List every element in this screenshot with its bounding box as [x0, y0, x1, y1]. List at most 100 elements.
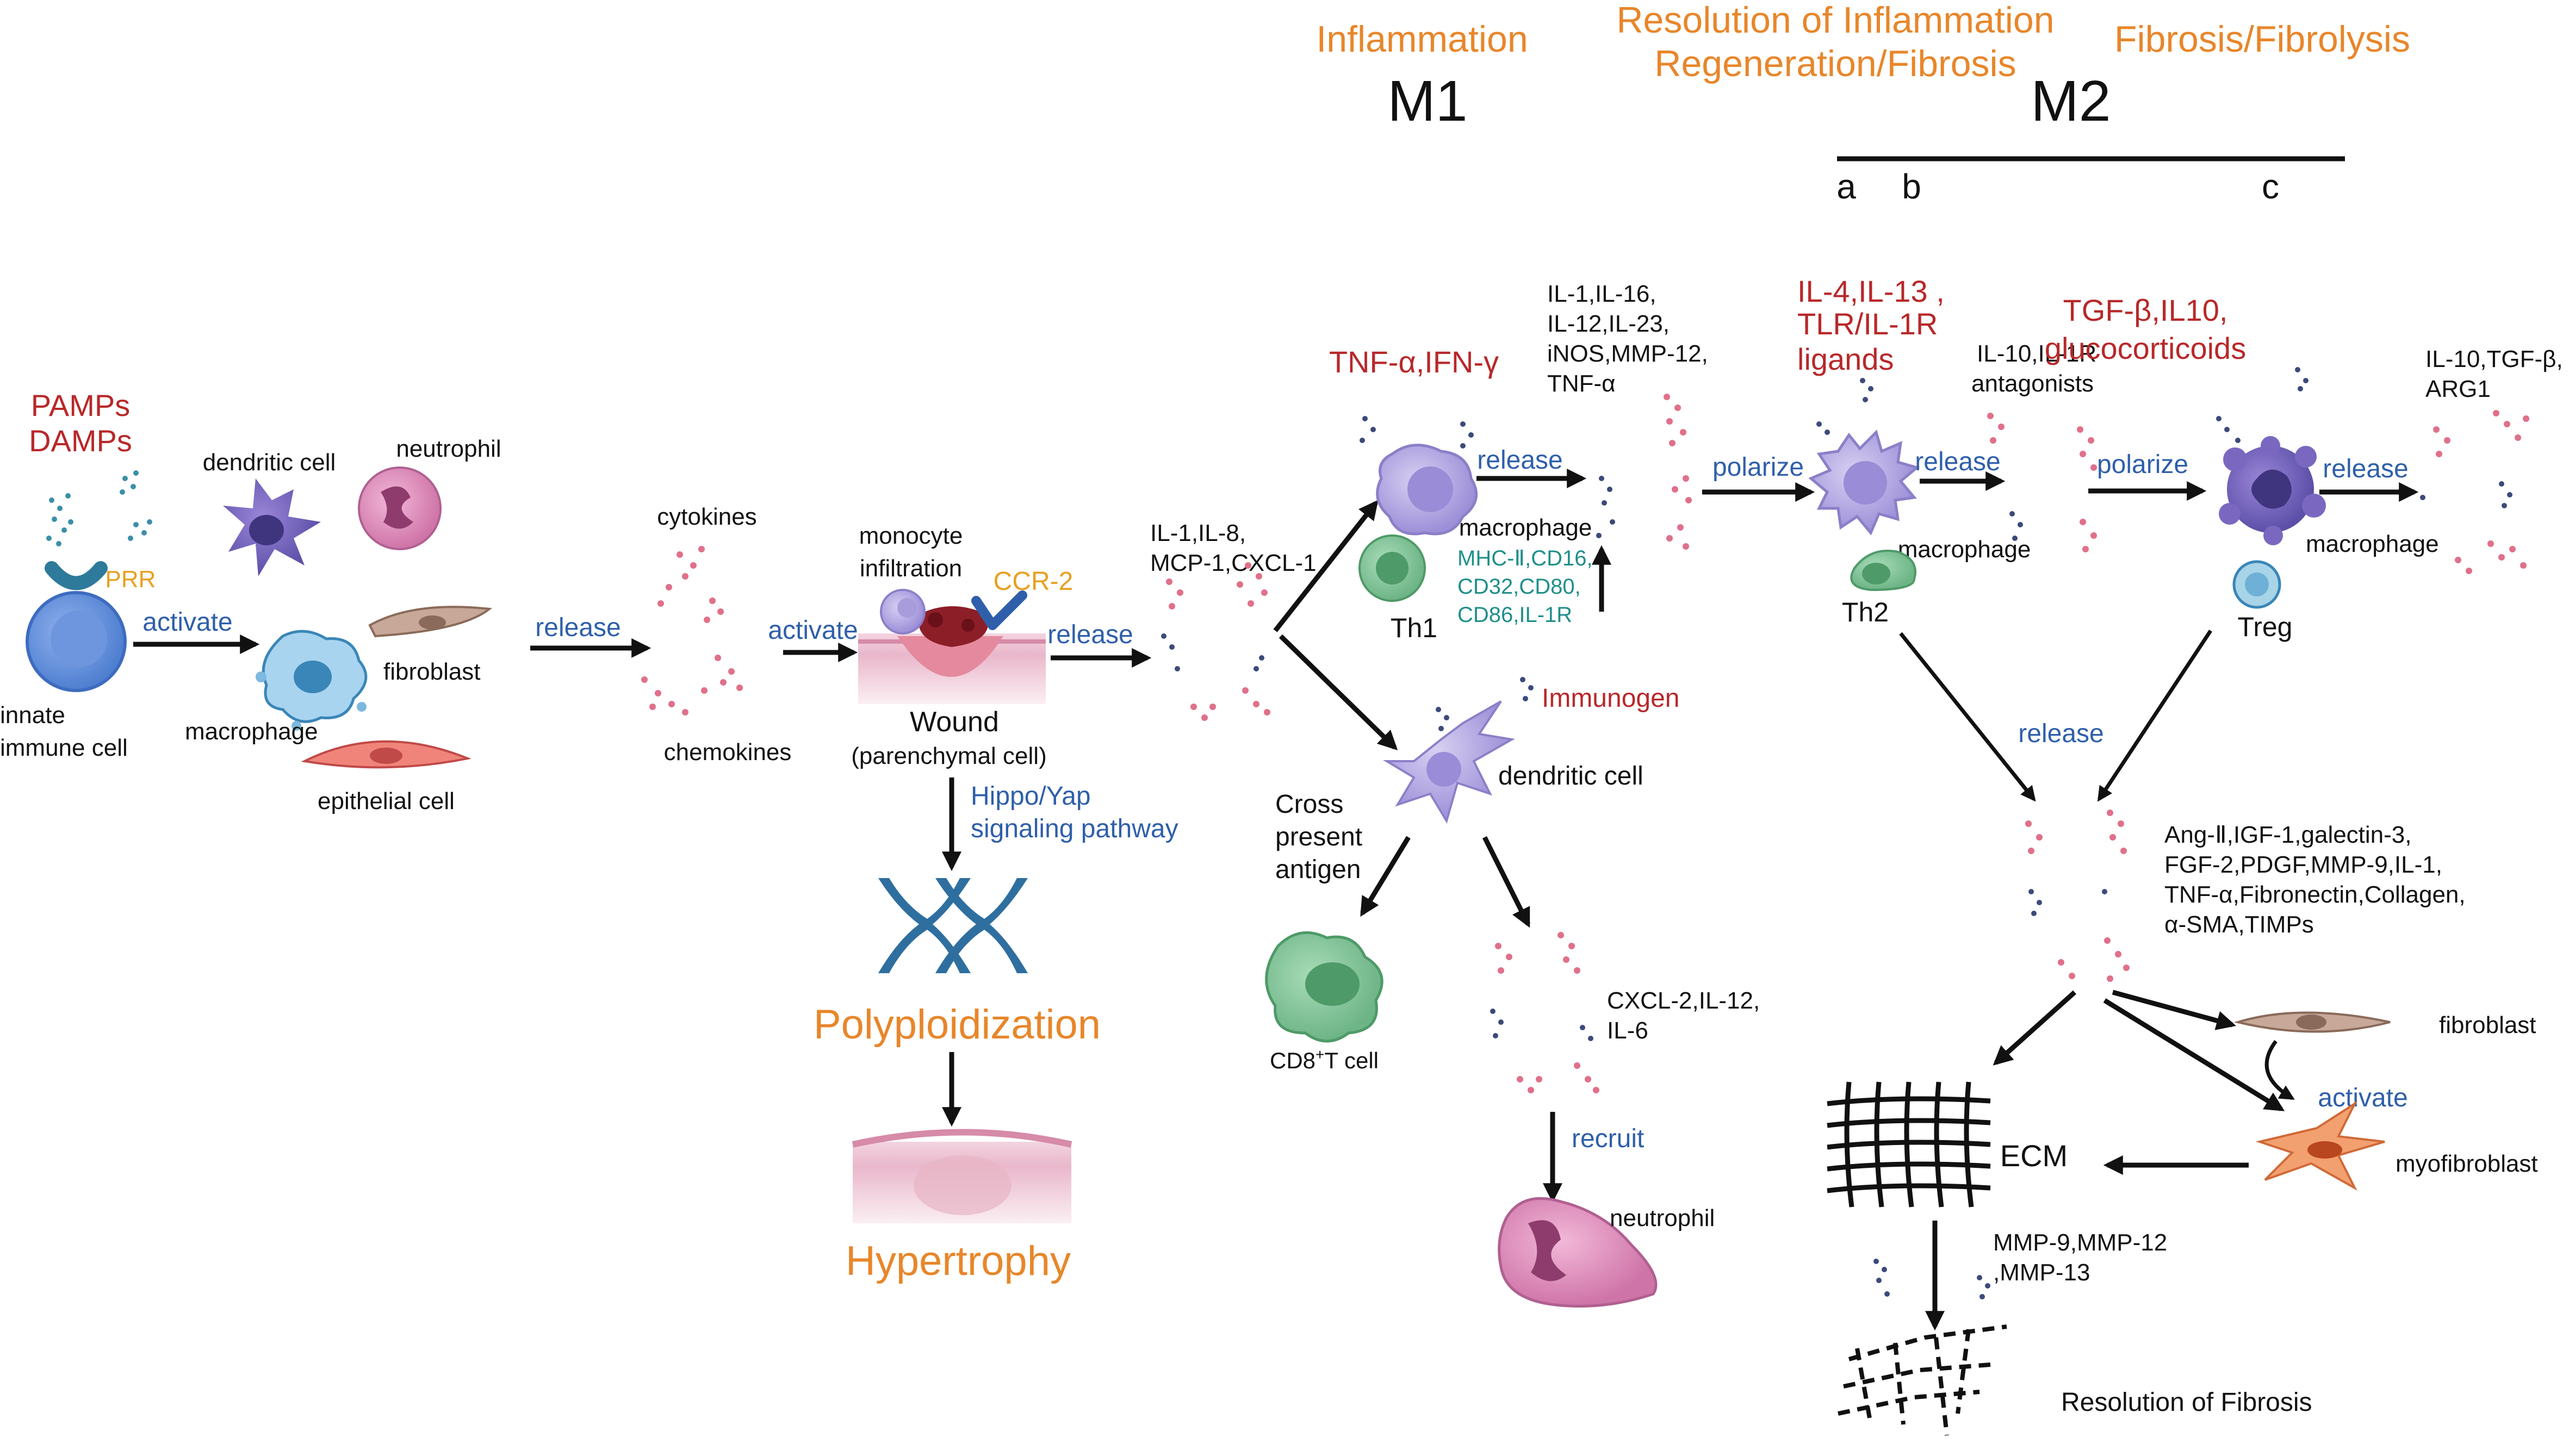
- innate-cell-label-line2: immune cell: [0, 735, 128, 761]
- m1-markers-line1: MHC-Ⅱ,CD16,: [1457, 546, 1593, 570]
- m2a-macrophage-icon: [1808, 430, 1920, 536]
- fibrosis-factor-particles: [2025, 810, 2130, 982]
- m2a-release-label: release: [1915, 447, 2000, 476]
- phase-header: Inflammation M1 Resolution of Inflammati…: [1316, 0, 2410, 206]
- hippo-yap-line1: Hippo/Yap: [971, 782, 1091, 811]
- m2a-macrophage-label: macrophage: [1898, 536, 2031, 563]
- macrophage-icon: [256, 630, 368, 731]
- cxcl-output-line2: IL-6: [1607, 1017, 1648, 1044]
- neutrophil-label: neutrophil: [396, 435, 501, 462]
- m1-markers-line3: CD86,IL-1R: [1457, 603, 1572, 627]
- cross-present-line3: antigen: [1275, 855, 1361, 884]
- m2a-output-line1: IL-10,IL-1R: [1977, 340, 2096, 367]
- early-cytokines-line2: MCP-1,CXCL-1: [1150, 550, 1317, 576]
- monocyte-icon: [880, 589, 926, 634]
- myofibroblast-label: myofibroblast: [2396, 1150, 2538, 1177]
- tnf-ifn-label: TNF-α,IFN-γ: [1329, 345, 1499, 379]
- cd8-t-cell-icon: [1265, 931, 1383, 1043]
- macrophage-label: macrophage: [185, 718, 318, 745]
- phase-m1: M1: [1387, 69, 1467, 133]
- m2a-output-particles: [1987, 413, 2097, 552]
- mmp-line2: ,MMP-13: [1993, 1259, 2090, 1286]
- m2c-output-line1: IL-10,TGF-β,: [2425, 346, 2563, 372]
- cross-present-arrow: [1360, 836, 1411, 917]
- prr-label: PRR: [106, 566, 156, 593]
- cross-present-line2: present: [1275, 823, 1362, 851]
- polarize-label-m2c: polarize: [2097, 450, 2188, 479]
- m1-release-label: release: [1477, 446, 1562, 475]
- innate-activation-panel: PAMPs DAMPs PRR innate immune cell activ…: [0, 388, 858, 814]
- m1-dendritic-cell-label: dendritic cell: [1498, 762, 1643, 791]
- cytokines-label: cytokines: [657, 503, 756, 530]
- m2-subtype-c: c: [2262, 167, 2279, 206]
- dc-to-chemokine-arrow: [1482, 836, 1531, 928]
- hypertrophy-skin-icon: [852, 1129, 1072, 1223]
- neutrophil-icon: [358, 466, 442, 550]
- th2-label: Th2: [1842, 597, 1889, 627]
- m1-input-particle-cluster: [1161, 562, 1270, 721]
- m2a-stimulus-line3: ligands: [1797, 342, 1894, 376]
- m2-release-label: release: [2018, 719, 2103, 748]
- m2-activate-label: activate: [2318, 1084, 2407, 1112]
- polyploidization-label: Polyploidization: [814, 1001, 1101, 1048]
- to-fibroblast-arrow: [2112, 990, 2236, 1030]
- activate-label: activate: [142, 608, 232, 637]
- m2-panel: polarize IL-4,IL-13 , TLR/IL-1R ligands …: [1702, 274, 2563, 1436]
- recruit-label: recruit: [1572, 1124, 1644, 1153]
- phase-resolution-line2: Regeneration/Fibrosis: [1654, 43, 2016, 84]
- early-cytokines-line1: IL-1,IL-8,: [1150, 520, 1246, 546]
- m1-output-line1: IL-1,IL-16,: [1547, 281, 1656, 307]
- m2-fibroblast-icon: [2233, 1011, 2391, 1033]
- th2-cell-icon: [1850, 550, 1916, 592]
- activate-label-wound: activate: [768, 616, 858, 645]
- m1-neutrophil-label: neutrophil: [1610, 1205, 1715, 1231]
- m2-fibroblast-label: fibroblast: [2439, 1012, 2536, 1038]
- fibroblast-label: fibroblast: [383, 658, 481, 685]
- m2c-output-particles: [2420, 410, 2529, 574]
- branch-arrow-dc: [1279, 634, 1398, 751]
- innate-cell-label-line1: innate: [0, 702, 65, 729]
- dc-chemokine-particles: [1490, 932, 1599, 1093]
- innate-immune-cell-icon: [26, 591, 127, 692]
- pamps-particle-cluster: [46, 470, 152, 546]
- m2a-stimulus-particles: [1816, 378, 1873, 435]
- m2a-output-line2: antagonists: [1971, 370, 2094, 397]
- ecm-label: ECM: [2000, 1138, 2068, 1173]
- cd8-t-cell-label: CD8+T cell: [1270, 1046, 1379, 1073]
- degraded-ecm-icon: [1838, 1324, 2007, 1436]
- epithelial-cell-label: epithelial cell: [318, 788, 455, 814]
- ecm-mesh-icon: [1827, 1081, 1991, 1208]
- fibrosis-factors-line4: α-SMA,TIMPs: [2164, 911, 2314, 938]
- phase-m2: M2: [2031, 69, 2111, 133]
- m2-subtype-b: b: [1902, 167, 1921, 206]
- monocyte-infiltration-line1: monocyte: [859, 522, 963, 549]
- m2c-macrophage-label: macrophage: [2306, 531, 2439, 557]
- wound-panel: monocyte infiltration CCR-2 release Woun…: [814, 522, 1178, 1284]
- immunogen-label: Immunogen: [1542, 684, 1679, 713]
- th1-label: Th1: [1391, 613, 1437, 643]
- resolution-of-fibrosis-label: Resolution of Fibrosis: [2061, 1388, 2312, 1417]
- epithelial-cell-icon: [301, 740, 471, 769]
- monocyte-infiltration-line2: infiltration: [860, 555, 962, 582]
- treg-cell-icon: [2232, 560, 2281, 609]
- m1-output-line2: IL-12,IL-23,: [1547, 310, 1670, 337]
- immunogen-particles: [1436, 677, 1534, 731]
- activate-curved-arrow: [2264, 1040, 2295, 1100]
- chromosome-icon: [878, 878, 1028, 973]
- m2c-stimulus-particles: [2216, 367, 2309, 443]
- wound-label: Wound: [910, 706, 999, 738]
- fibrosis-factors-line1: Ang-Ⅱ,IGF-1,galectin-3,: [2164, 822, 2412, 848]
- fibroblast-icon: [368, 606, 493, 638]
- mmp-particles: [1873, 1259, 1990, 1299]
- ccr2-receptor-icon: [971, 590, 1027, 630]
- treg-release-arrow: [2097, 630, 2212, 802]
- m1-panel: IL-1,IL-8, MCP-1,CXCL-1 TNF-α,IFN-γ rele…: [1150, 281, 1760, 1308]
- to-myofibroblast-arrow: [2103, 998, 2285, 1111]
- cytokine-particle-cluster: [641, 546, 743, 715]
- to-ecm-arrow: [1993, 990, 2077, 1066]
- m2c-stimulus-line2: glucocorticoids: [2045, 331, 2246, 365]
- m1-stimulus-particles: [1360, 416, 1474, 449]
- m1-dendritic-cell-icon: [1382, 700, 1515, 824]
- m2a-stimulus-line1: IL-4,IL-13 ,: [1797, 274, 1945, 308]
